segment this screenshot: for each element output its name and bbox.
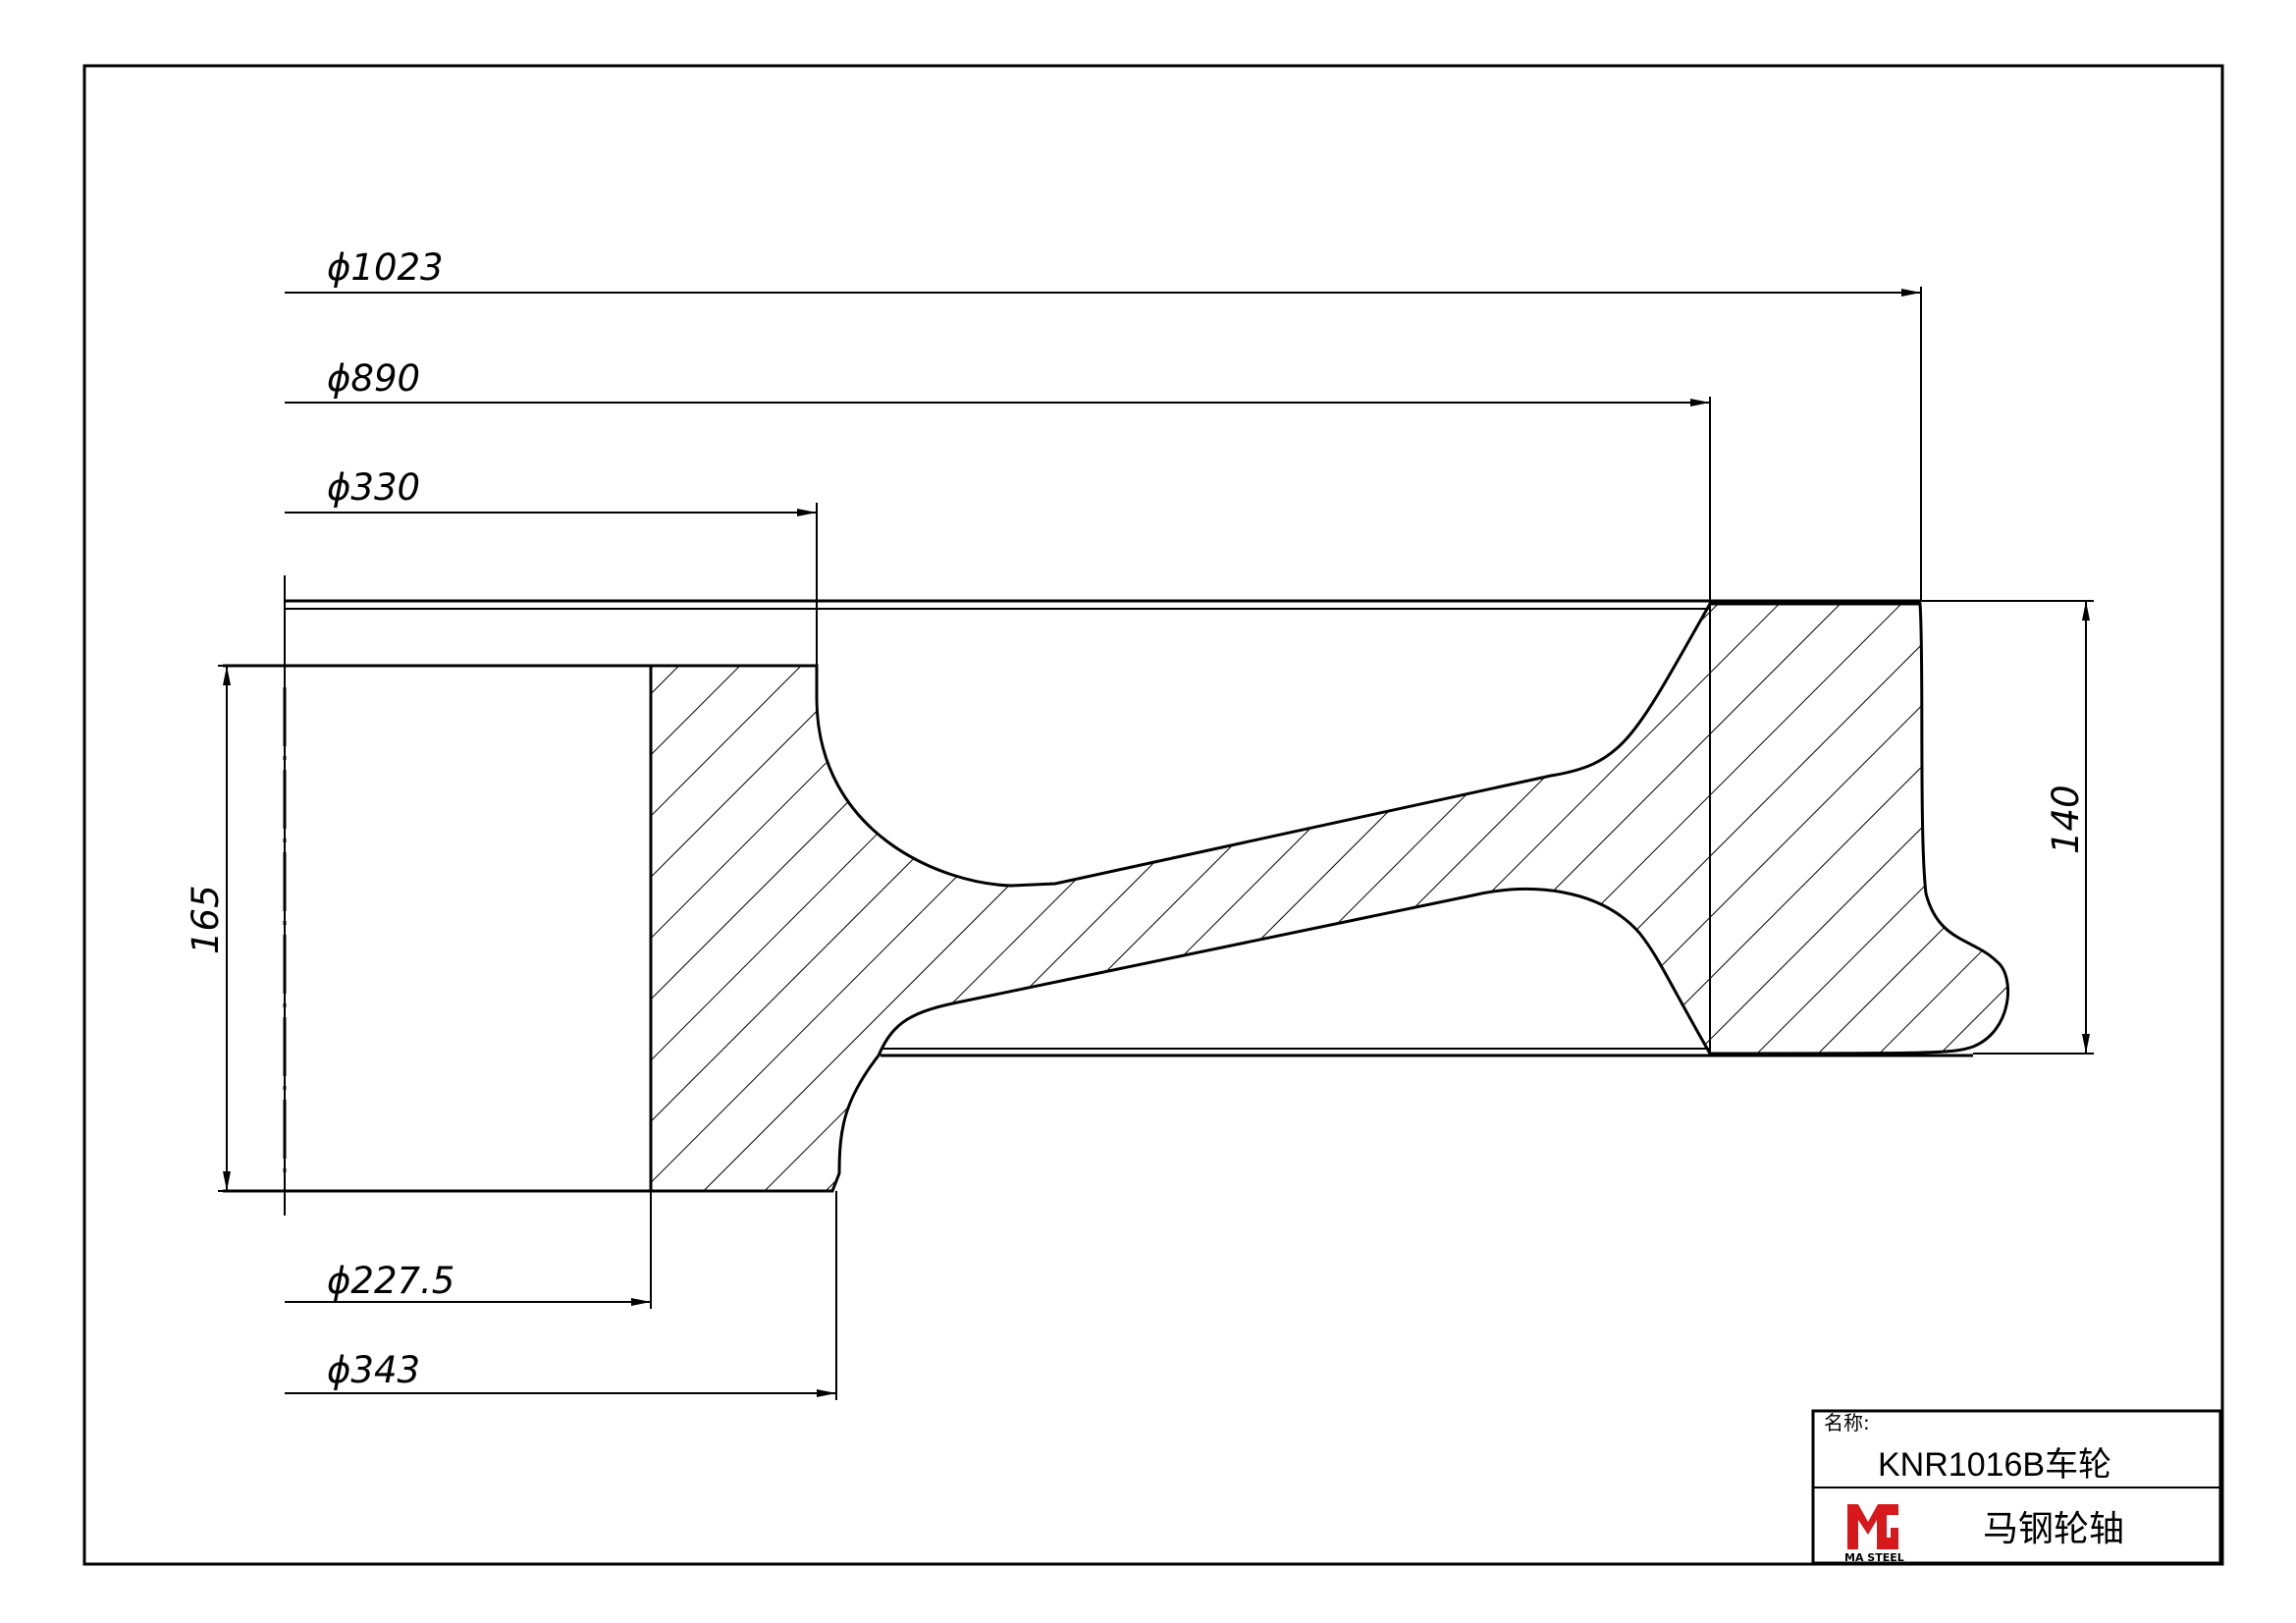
company-name: 马钢轮轴 xyxy=(1983,1509,2124,1549)
wheel-cross-section xyxy=(649,602,2009,1193)
title-block: 名称: KNR1016B车轮 MA STEEL 马钢轮轴 xyxy=(1811,1409,2222,1565)
logo-text: MA STEEL xyxy=(1844,1551,1904,1564)
dim-label-890: ϕ890 xyxy=(327,357,420,400)
dim-label-140: 140 xyxy=(2045,784,2087,854)
part-name: KNR1016B车轮 xyxy=(1878,1446,2111,1484)
dim-label-330: ϕ330 xyxy=(327,466,420,509)
hatched-section xyxy=(649,602,2009,1193)
dim-label-227: ϕ227.5 xyxy=(327,1260,454,1302)
dim-label-343: ϕ343 xyxy=(327,1349,420,1391)
logo-mark-icon xyxy=(1847,1504,1898,1549)
dim-label-165: 165 xyxy=(185,885,227,954)
dimensions: ϕ1023 ϕ890 ϕ330 ϕ227.5 ϕ343 165 140 xyxy=(185,246,2094,1400)
dim-label-1023: ϕ1023 xyxy=(327,246,444,289)
drawing-border xyxy=(82,64,2224,1566)
name-label: 名称: xyxy=(1824,1411,1870,1434)
masteel-logo: MA STEEL xyxy=(1844,1504,1904,1564)
